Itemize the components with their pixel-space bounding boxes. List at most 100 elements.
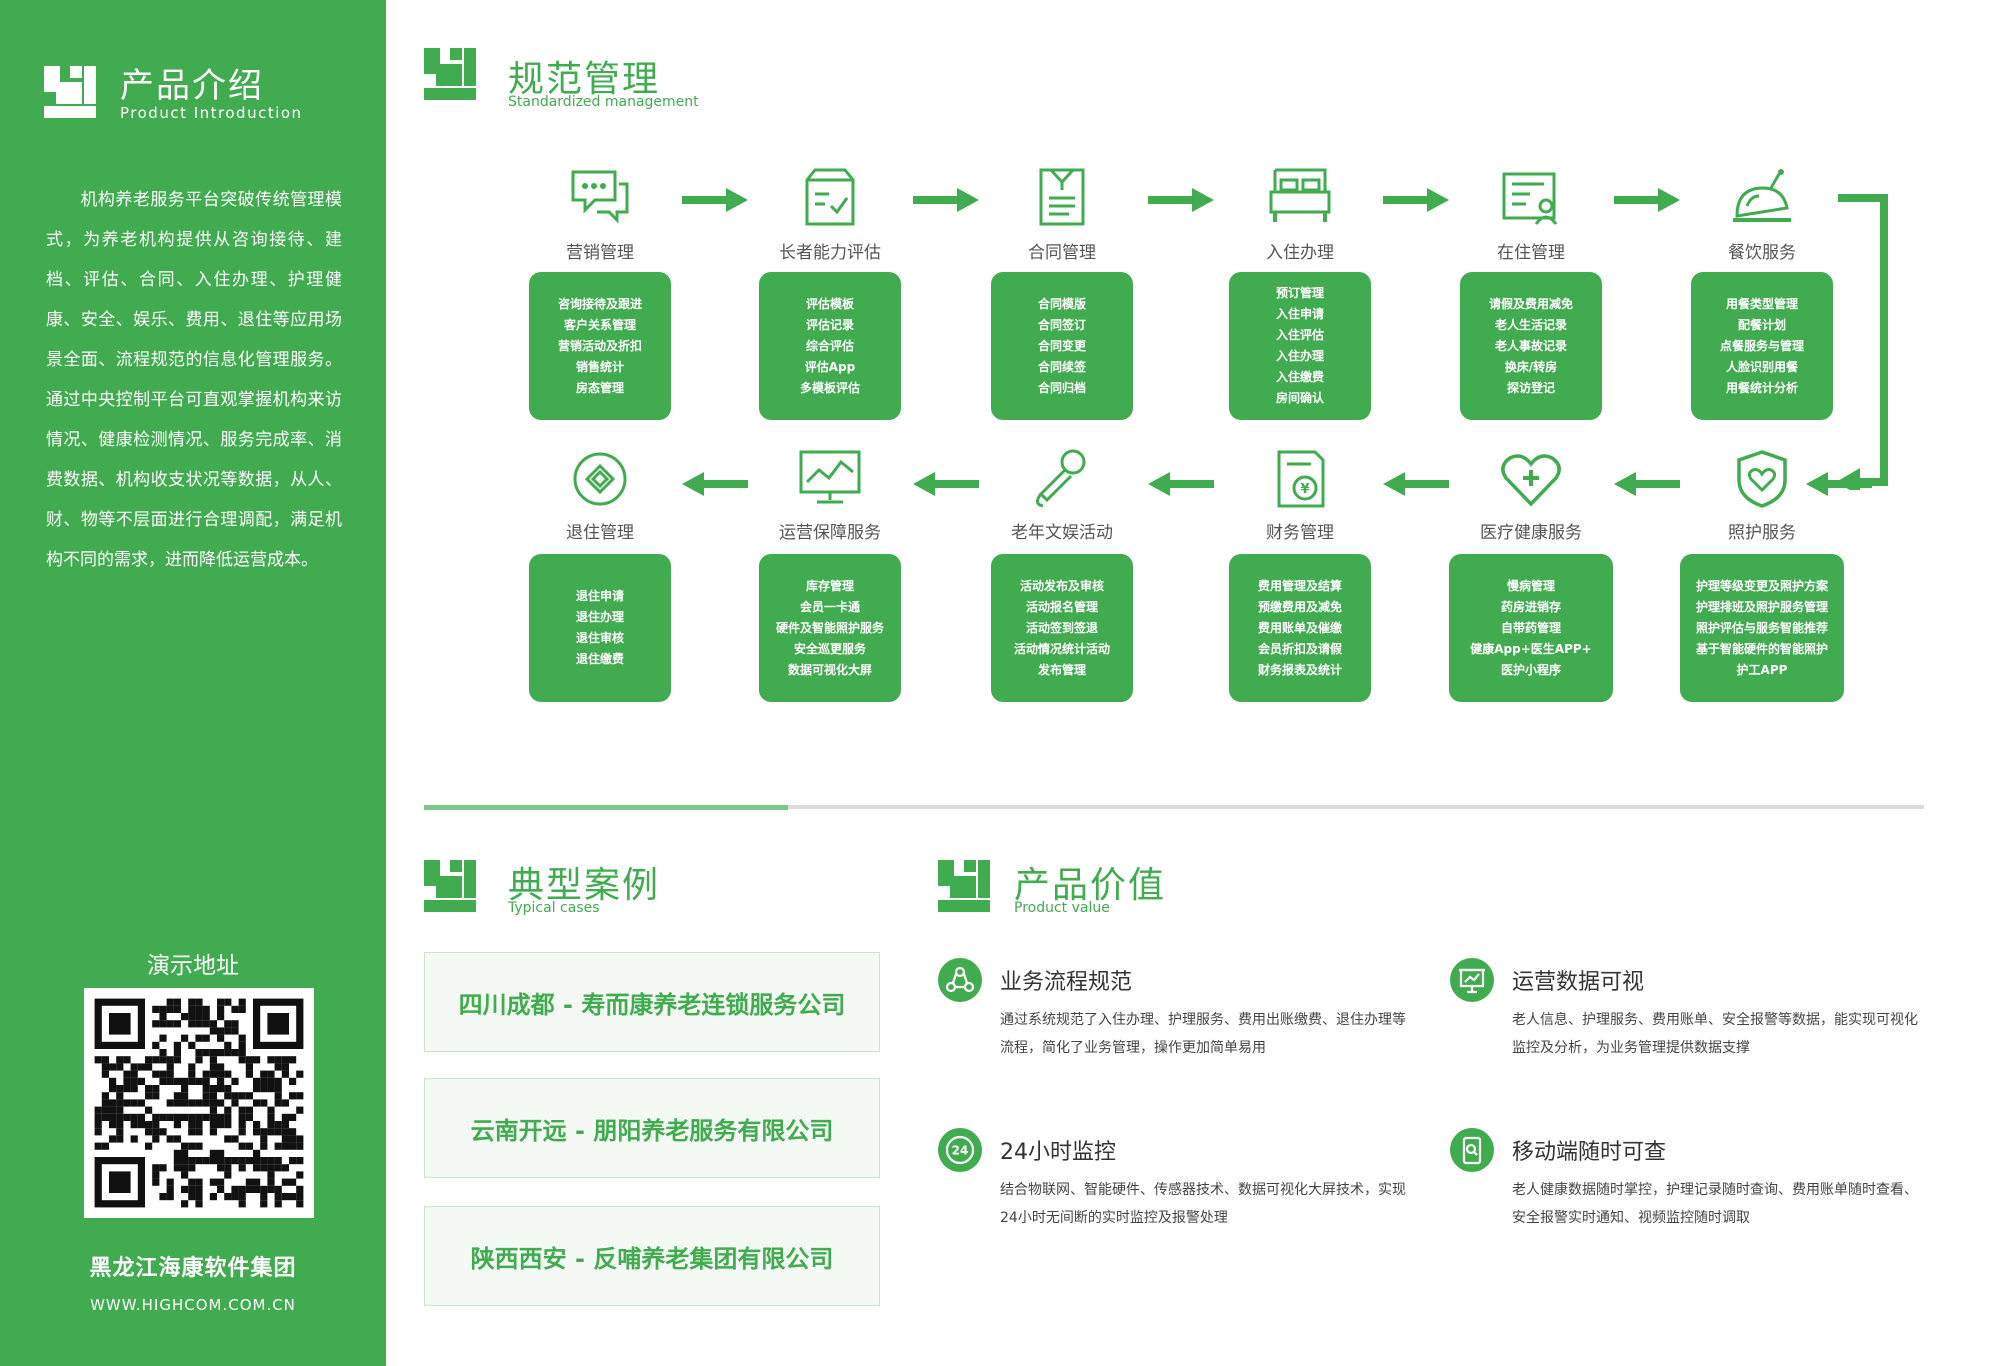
flow-step-card[interactable]: 预订管理入住申请入住评估入住办理入住缴费房间确认 (1229, 272, 1371, 420)
flow-step-item: 硬件及智能照护服务 (775, 620, 884, 635)
flow-step-item: 多模板评估 (799, 380, 860, 395)
mobile-search-icon (1450, 1128, 1494, 1172)
flow-step-item: 合同模版 (1037, 296, 1086, 311)
company-website-link[interactable]: WWW.HIGHCOM.COM.CN (90, 1296, 296, 1314)
section-divider-highlight (424, 805, 788, 810)
flow-step-item: 慢病管理 (1506, 578, 1555, 593)
case-item[interactable]: 四川成都 - 寿而康养老连锁服务公司 (424, 952, 880, 1052)
flow-step-item: 预订管理 (1275, 286, 1324, 300)
flow-arrow-left-icon (682, 472, 748, 496)
flow-step-item: 评估App (804, 359, 856, 374)
microphone-icon (1027, 448, 1097, 510)
presentation-chart-icon (1450, 958, 1494, 1002)
value-title: 业务流程规范 (1000, 970, 1133, 995)
flow-arrow-left-icon (1148, 472, 1214, 496)
flow-step-item: 老人事故记录 (1494, 338, 1567, 353)
manage-section-title: 规范管理 (508, 59, 661, 100)
case-item[interactable]: 陕西西安 - 反哺养老集团有限公司 (424, 1206, 880, 1306)
value-description: 老人信息、护理服务、费用账单、安全报警等数据，能实现可视化监控及分析，为业务管理… (1512, 1012, 1918, 1056)
flow-step-item: 退住申请 (575, 589, 624, 603)
flow-step-item: 健康App+医生APP+ (1470, 641, 1592, 656)
flow-step-item: 销售统计 (575, 359, 624, 374)
flow-step-item: 安全巡更服务 (793, 641, 866, 656)
flow-step-item: 基于智能硬件的智能照护 (1695, 641, 1828, 656)
flow-step-card[interactable]: 请假及费用减免老人生活记录老人事故记录换床/转房探访登记 (1460, 272, 1602, 420)
product-intro-body: 机构养老服务平台突破传统管理模式，为养老机构提供从咨询接待、建档、评估、合同、入… (46, 190, 342, 570)
flow-arrow-right-icon (1382, 188, 1449, 212)
brand-logo-icon (44, 66, 96, 118)
flow-step-label: 医疗健康服务 (1480, 523, 1582, 543)
flow-step-item: 合同变更 (1037, 338, 1086, 353)
flow-step-item: 护工APP (1736, 662, 1788, 677)
flow-step-item: 入住申请 (1275, 307, 1324, 321)
flow-connector-arrow-icon (1836, 190, 1896, 496)
flow-arrow-left-icon (1613, 472, 1680, 496)
flow-step-item: 配餐计划 (1737, 317, 1786, 332)
flow-step-item: 房间确认 (1275, 391, 1324, 405)
svg-text:¥: ¥ (1300, 482, 1309, 497)
flow-step-card[interactable]: 护理等级变更及照护方案护理排班及照护服务管理照护评估与服务智能推荐基于智能硬件的… (1680, 554, 1844, 702)
flow-step-item: 护理排班及照护服务管理 (1695, 599, 1828, 614)
flow-step-item: 自带药管理 (1500, 620, 1561, 635)
flow-step-item: 人脸识别用餐 (1725, 359, 1798, 374)
flow-step-card[interactable]: 慢病管理药房进销存自带药管理健康App+医生APP+医护小程序 (1449, 554, 1613, 702)
value-title: 运营数据可视 (1512, 970, 1645, 995)
flow-step-label: 运营保障服务 (779, 523, 881, 543)
flow-step-card[interactable]: 用餐类型管理配餐计划点餐服务与管理人脸识别用餐用餐统计分析 (1691, 272, 1833, 420)
flow-step-item: 预缴费用及减免 (1257, 599, 1342, 614)
value-section-subtitle: Product value (1014, 900, 1110, 916)
flow-step-item: 数据可视化大屏 (787, 662, 872, 677)
flow-step-card[interactable]: 退住申请退住办理退住审核退住缴费 (529, 554, 671, 702)
flow-arrow-left-icon (1382, 472, 1449, 496)
bed-icon (1265, 166, 1335, 228)
flow-step-item: 医护小程序 (1500, 662, 1561, 677)
sidebar-subtitle: Product Introduction (120, 104, 303, 122)
cases-logo-icon (424, 860, 476, 912)
sidebar: 产品介绍 Product Introduction 机构养老服务平台突破传统管理… (0, 0, 386, 1366)
flow-step-item: 退住缴费 (575, 652, 624, 666)
demo-qr-code[interactable] (84, 988, 314, 1218)
checkout-circle-icon (565, 448, 635, 510)
company-name: 黑龙江海康软件集团 (89, 1255, 297, 1281)
shield-heart-icon (1727, 448, 1797, 510)
flow-step-item: 用餐统计分析 (1725, 380, 1798, 395)
flow-step-label: 餐饮服务 (1728, 243, 1796, 263)
flow-step-label: 合同管理 (1028, 243, 1096, 263)
flow-step-item: 退住办理 (575, 610, 624, 624)
flow-arrow-right-icon (913, 188, 979, 212)
flow-step-item: 发布管理 (1037, 662, 1086, 677)
flow-step-item: 活动发布及审核 (1019, 578, 1104, 593)
resident-card-icon (1496, 166, 1566, 228)
flow-step-item: 会员折扣及请假 (1257, 641, 1342, 656)
flow-step-item: 评估记录 (805, 317, 854, 332)
finance-document-icon: ¥ (1265, 448, 1335, 510)
24-hours-icon: 24 (938, 1128, 982, 1172)
flow-step-card[interactable]: 咨询接待及跟进客户关系管理营销活动及折扣销售统计房态管理 (529, 272, 671, 420)
flow-step-label: 照护服务 (1728, 523, 1796, 543)
flow-step-label: 营销管理 (566, 243, 634, 263)
flow-step-card[interactable]: 费用管理及结算预缴费用及减免费用账单及催缴会员折扣及请假财务报表及统计 (1229, 554, 1371, 702)
heart-plus-icon (1496, 448, 1566, 510)
value-title: 移动端随时可查 (1512, 1140, 1667, 1165)
flow-step-item: 照护评估与服务智能推荐 (1695, 620, 1828, 635)
flow-step-card[interactable]: 合同模版合同签订合同变更合同续签合同归档 (991, 272, 1133, 420)
flow-step-item: 合同归档 (1037, 380, 1086, 395)
flow-step-label: 入住办理 (1266, 243, 1334, 263)
flow-step-item: 合同签订 (1037, 317, 1086, 332)
flow-step-card[interactable]: 活动发布及审核活动报名管理活动签到签退活动情况统计活动发布管理 (991, 554, 1133, 702)
flow-step-item: 入住评估 (1275, 328, 1324, 342)
product-intro-text: 机构养老服务平台突破传统管理模式，为养老机构提供从咨询接待、建档、评估、合同、入… (46, 180, 342, 580)
flow-step-item: 房态管理 (575, 380, 624, 395)
value-title: 24小时监控 (1000, 1140, 1116, 1165)
flow-step-item: 点餐服务与管理 (1719, 338, 1804, 353)
cases-section-subtitle: Typical cases (508, 900, 600, 916)
flow-step-item: 入住办理 (1275, 349, 1324, 363)
sidebar-title: 产品介绍 (120, 66, 264, 106)
flow-step-item: 营销活动及折扣 (557, 338, 642, 353)
flow-step-card[interactable]: 库存管理会员一卡通硬件及智能照护服务安全巡更服务数据可视化大屏 (759, 554, 901, 702)
flow-step-item: 评估模板 (805, 296, 854, 311)
case-item[interactable]: 云南开远 - 朋阳养老服务有限公司 (424, 1078, 880, 1178)
flow-step-label: 财务管理 (1266, 523, 1334, 543)
chat-bubbles-icon (565, 166, 635, 228)
